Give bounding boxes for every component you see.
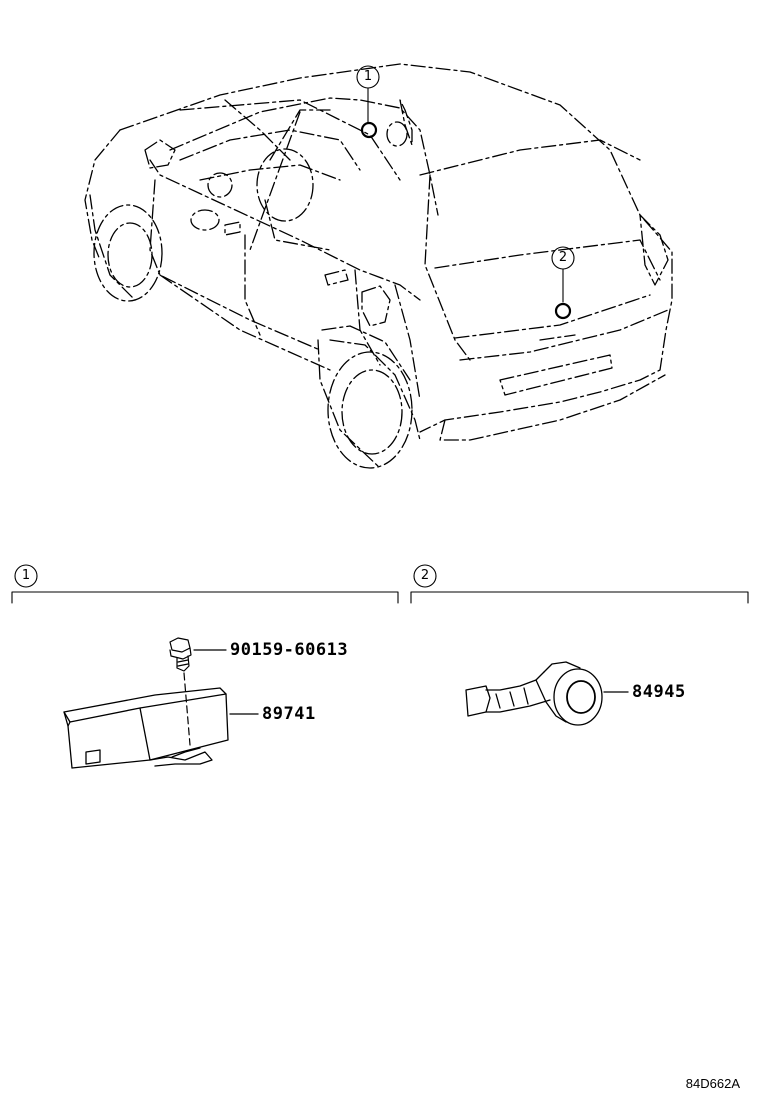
bolt-90159-60613 <box>169 637 227 746</box>
vehicle-illustration <box>84 63 673 469</box>
section-1-number: 1 <box>21 568 31 583</box>
diagram-reference-code: 84D662A <box>685 1076 740 1091</box>
section-1-header <box>11 564 399 604</box>
callout-1-vehicle <box>356 65 380 139</box>
section-2-header <box>410 564 749 604</box>
switch-84945 <box>465 661 629 726</box>
callout-2-vehicle <box>551 246 575 320</box>
part-label-bolt: 90159-60613 <box>230 640 349 660</box>
part-label-switch: 84945 <box>632 682 686 702</box>
callout-number-vehicle-1: 1 <box>363 69 373 84</box>
part-label-module: 89741 <box>262 704 316 724</box>
section-2-number: 2 <box>420 568 430 583</box>
callout-number-vehicle-2: 2 <box>558 250 568 265</box>
module-89741 <box>63 687 259 769</box>
